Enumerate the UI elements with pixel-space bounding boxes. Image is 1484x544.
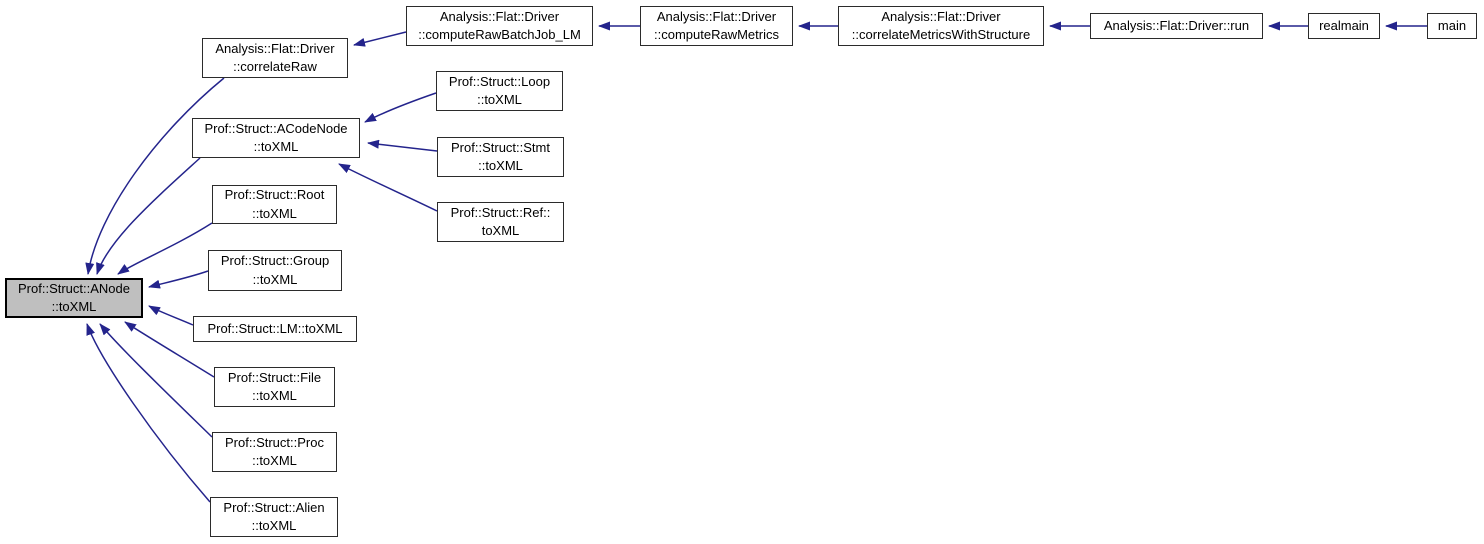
node-computerawmetrics[interactable]: Analysis::Flat::Driver ::computeRawMetri… (640, 6, 793, 46)
node-alien-toxml[interactable]: Prof::Struct::Alien ::toXML (210, 497, 338, 537)
edge-lm-to-anode (148, 305, 194, 326)
node-stmt-toxml[interactable]: Prof::Struct::Stmt ::toXML (437, 137, 564, 177)
node-computerawbatchjob-lm[interactable]: Analysis::Flat::Driver ::computeRawBatch… (406, 6, 593, 46)
node-correlatemetricswithstructure[interactable]: Analysis::Flat::Driver ::correlateMetric… (838, 6, 1044, 46)
node-loop-toxml[interactable]: Prof::Struct::Loop ::toXML (436, 71, 563, 111)
edge-proc-to-anode (99, 323, 213, 438)
edge-acodenode-to-anode (96, 157, 201, 275)
edge-group-to-anode (148, 270, 209, 289)
node-group-toxml[interactable]: Prof::Struct::Group ::toXML (208, 250, 342, 291)
node-main[interactable]: main (1427, 13, 1477, 39)
edge-loop-to-acodenode (364, 92, 437, 123)
node-root-toxml[interactable]: Prof::Struct::Root ::toXML (212, 185, 337, 224)
node-acodenode-toxml[interactable]: Prof::Struct::ACodeNode ::toXML (192, 118, 360, 158)
node-ref-toxml[interactable]: Prof::Struct::Ref:: toXML (437, 202, 564, 242)
edge-computerawbatchjob-lm-to-correlateraw (353, 31, 407, 47)
edge-stmt-to-acodenode (367, 139, 438, 152)
edge-ref-to-acodenode (338, 163, 438, 212)
node-driver-run[interactable]: Analysis::Flat::Driver::run (1090, 13, 1263, 39)
edge-root-to-anode (117, 222, 213, 275)
node-realmain[interactable]: realmain (1308, 13, 1380, 39)
node-lm-toxml[interactable]: Prof::Struct::LM::toXML (193, 316, 357, 342)
node-proc-toxml[interactable]: Prof::Struct::Proc ::toXML (212, 432, 337, 472)
edge-correlateraw-to-anode (85, 77, 225, 275)
edge-alien-to-anode (86, 323, 211, 503)
node-file-toxml[interactable]: Prof::Struct::File ::toXML (214, 367, 335, 407)
edge-file-to-anode (124, 321, 215, 378)
node-correlateraw[interactable]: Analysis::Flat::Driver ::correlateRaw (202, 38, 348, 78)
node-anode-toxml[interactable]: Prof::Struct::ANode ::toXML (5, 278, 143, 318)
